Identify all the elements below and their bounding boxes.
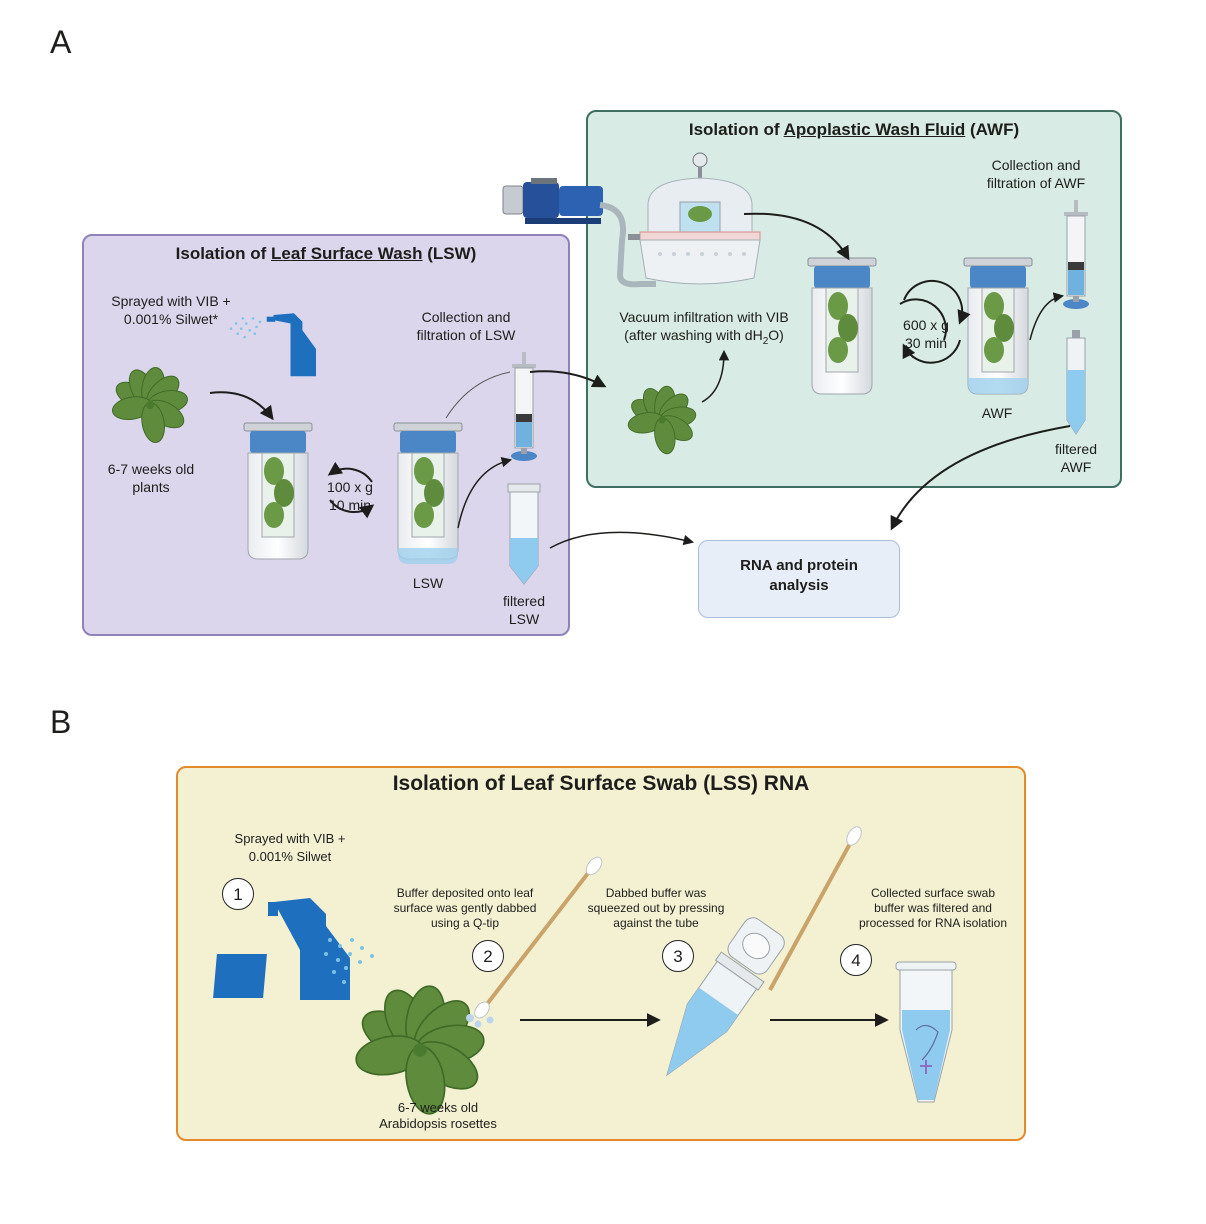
lsw-plants-line2: plants: [132, 479, 170, 495]
lsw-centrifuge-line1: 100 x g: [327, 479, 373, 495]
lsw-collection-label: Collection and filtration of LSW: [396, 308, 536, 344]
lsw-centrifuge-line2: 10 min: [328, 497, 372, 513]
panel-a-letter: A: [50, 24, 72, 60]
awf-vacuum-label: Vacuum infiltration with VIB (after wash…: [594, 308, 814, 351]
step-2-text-line3: using a Q-tip: [430, 916, 500, 930]
awf-title-suffix: (AWF): [965, 120, 1020, 139]
step-3-text-line2: squeezed out by pressing: [587, 901, 725, 915]
awf-centrifuge-line1: 600 x g: [903, 317, 949, 333]
awf-collection-label: Collection and filtration of AWF: [964, 156, 1108, 192]
step-4-text-line2: buffer was filtered and: [874, 901, 992, 915]
lsw-sprayed-line2: 0.001% Silwet*: [123, 311, 219, 327]
lsw-centrifuge-label: 100 x g 10 min: [318, 478, 382, 514]
lsw-filtered-line1: filtered: [502, 593, 546, 609]
lsw-filtered-line2: LSW: [508, 611, 540, 627]
lsw-sprayed-label: Sprayed with VIB + 0.001% Silwet*: [86, 292, 256, 328]
lss-rosette-line2: Arabidopsis rosettes: [379, 1116, 497, 1131]
lss-rosette-line1: 6-7 weeks old: [397, 1100, 479, 1115]
awf-vacuum-line2-sub: 2: [762, 335, 769, 347]
step-3-text-line1: Dabbed buffer was: [605, 886, 707, 900]
lsw-filtered-label: filtered LSW: [484, 592, 564, 628]
lss-sprayed-line2: 0.001% Silwet: [248, 849, 332, 864]
awf-centrifuge-label: 600 x g 30 min: [894, 316, 958, 352]
lsw-collection-line1: Collection and: [421, 309, 511, 325]
awf-filtered-line2: AWF: [1060, 459, 1092, 475]
step-3-text-line3: against the tube: [613, 916, 699, 930]
awf-filtered-label: filtered AWF: [1036, 440, 1116, 476]
lss-sprayed-label: Sprayed with VIB + 0.001% Silwet: [200, 830, 380, 866]
step-2-badge: 2: [472, 940, 504, 972]
lsw-title-suffix: (LSW): [422, 244, 477, 263]
analysis-box: [698, 540, 900, 618]
analysis-line2: analysis: [769, 577, 829, 594]
step-4-text-line1: Collected surface swab: [870, 886, 996, 900]
analysis-line1: RNA and protein: [740, 557, 858, 574]
lsw-title-prefix: Isolation of: [175, 244, 272, 263]
lsw-plants-line1: 6-7 weeks old: [107, 461, 195, 477]
awf-collection-line1: Collection and: [991, 157, 1081, 173]
step-4-text-line3: processed for RNA isolation: [858, 916, 1008, 930]
lss-sprayed-line1: Sprayed with VIB +: [234, 831, 346, 846]
lsw-collection-line2: filtration of LSW: [416, 327, 516, 343]
awf-collection-line2: filtration of AWF: [986, 175, 1086, 191]
lsw-title-underlined: Leaf Surface Wash: [271, 244, 423, 263]
awf-vacuum-line2-pre: (after washing with dH: [624, 327, 763, 343]
step-2-text-line1: Buffer deposited onto leaf: [396, 886, 534, 900]
lsw-sprayed-line1: Sprayed with VIB +: [111, 293, 231, 309]
step-3-text: Dabbed buffer was squeezed out by pressi…: [576, 886, 736, 931]
awf-vacuum-line2: (after washing with dH2O): [594, 326, 814, 351]
awf-filtered-line1: filtered: [1054, 441, 1098, 457]
lss-rosette-label: 6-7 weeks old Arabidopsis rosettes: [348, 1100, 528, 1132]
awf-title: Isolation of Apoplastic Wash Fluid (AWF): [586, 120, 1122, 140]
panel-b-letter: B: [50, 704, 72, 740]
awf-centrifuge-line2: 30 min: [904, 335, 948, 351]
awf-liquid-label: AWF: [981, 405, 1013, 421]
analysis-label: RNA and protein analysis: [698, 556, 900, 596]
step-2-text: Buffer deposited onto leaf surface was g…: [380, 886, 550, 931]
step-2-text-line2: surface was gently dabbed: [393, 901, 537, 915]
step-4-badge: 4: [840, 944, 872, 976]
step-3-badge: 3: [662, 940, 694, 972]
lsw-title: Isolation of Leaf Surface Wash (LSW): [82, 244, 570, 264]
step-4-text: Collected surface swab buffer was filter…: [850, 886, 1016, 931]
step-1-badge: 1: [222, 878, 254, 910]
awf-title-prefix: Isolation of: [688, 120, 784, 139]
awf-title-underlined: Apoplastic Wash Fluid: [783, 120, 966, 139]
lsw-liquid-label: LSW: [412, 575, 444, 591]
awf-vacuum-line2-post: O): [768, 327, 784, 343]
lsw-plants-label: 6-7 weeks old plants: [86, 460, 216, 496]
lss-title: Isolation of Leaf Surface Swab (LSS) RNA: [392, 772, 810, 795]
awf-vacuum-line1: Vacuum infiltration with VIB: [619, 309, 789, 325]
